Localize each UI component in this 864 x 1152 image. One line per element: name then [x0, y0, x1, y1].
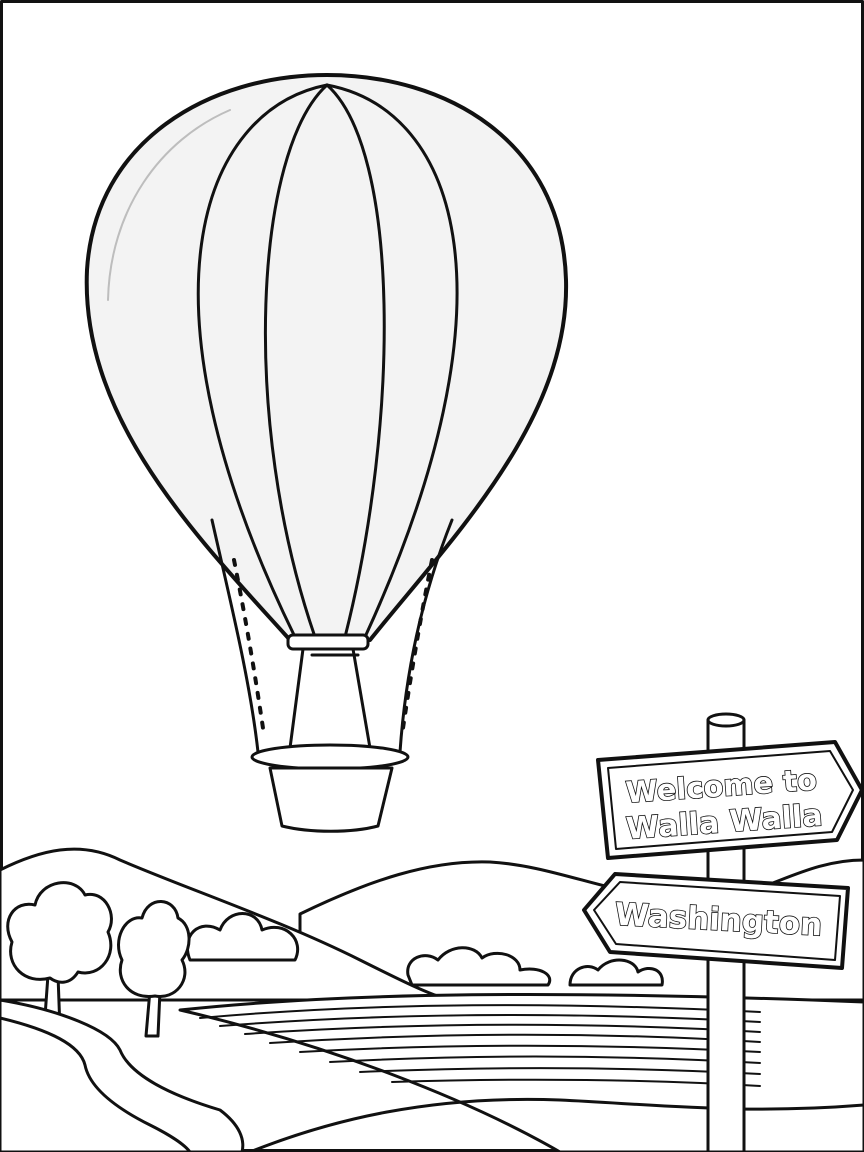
bush — [185, 912, 300, 962]
balloon-seam-2 — [263, 83, 329, 639]
basket-rope — [288, 647, 305, 750]
field-rows — [199, 1004, 761, 1087]
path-edge — [0, 1016, 192, 1152]
crop-field — [178, 992, 864, 1152]
lower-sign — [582, 872, 850, 970]
balloon-seam-4 — [325, 83, 459, 639]
signpost-cap — [706, 712, 746, 728]
bush — [406, 946, 552, 987]
balloon-skirt-pattern — [232, 558, 266, 737]
burner-ring — [286, 633, 370, 651]
upper-sign — [596, 740, 864, 860]
winding-path — [0, 998, 245, 1152]
basket-rope — [351, 647, 372, 750]
signpost — [582, 712, 864, 1152]
meadow-curve — [248, 1097, 864, 1152]
basket-rim — [250, 743, 410, 771]
bush — [568, 958, 664, 987]
balloon-highlight — [107, 109, 231, 301]
balloon-seam-1 — [196, 83, 329, 639]
balloon-seam-3 — [325, 83, 386, 639]
basket — [268, 766, 394, 833]
hot-air-balloon — [84, 73, 569, 833]
balloon-skirt-pattern — [400, 558, 434, 737]
balloon-skirt — [210, 518, 260, 754]
balloon-envelope — [84, 73, 569, 642]
tree — [117, 900, 191, 1038]
